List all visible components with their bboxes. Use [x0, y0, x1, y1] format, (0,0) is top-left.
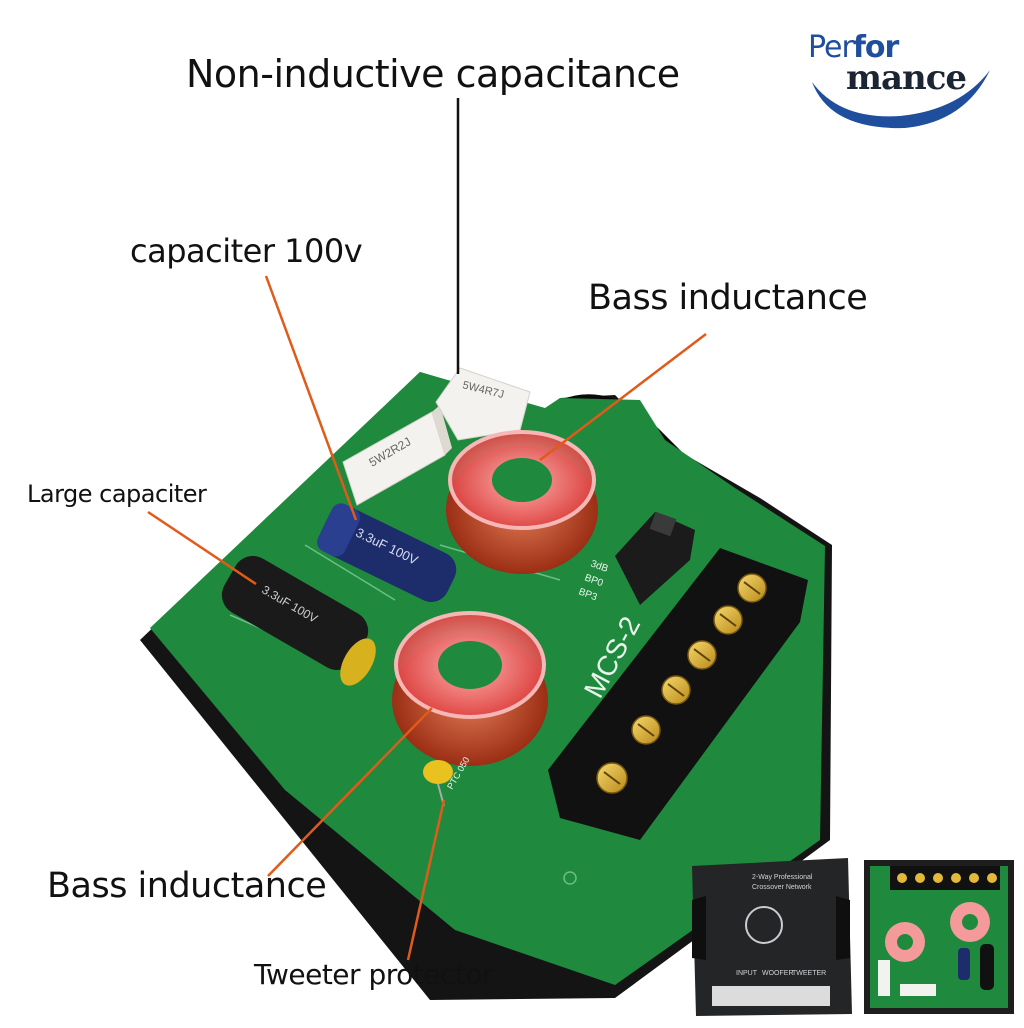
label-large-capacitor: Large capaciter — [27, 480, 207, 508]
label-bass-inductance-top: Bass inductance — [588, 278, 868, 318]
resistor-5w4r7j: 5W4R7J — [435, 367, 531, 441]
capacitor-100v: 3.3uF 100V — [317, 503, 457, 602]
label-bass-inductance-bottom: Bass inductance — [47, 866, 327, 906]
bass-inductor-bottom — [392, 611, 548, 766]
label-non-inductive-capacitance: Non-inductive capacitance — [186, 52, 680, 96]
inset-port-input: INPUT — [736, 970, 757, 977]
label-capacitor-100v: capaciter 100v — [130, 232, 363, 270]
logo-swoosh — [812, 70, 990, 129]
large-capacitor: 3.3uF 100V — [221, 555, 376, 686]
performance-logo: Perfor mance — [800, 30, 990, 130]
inset-board-photo — [864, 860, 1014, 1014]
label-tweeter-protector: Tweeter protector — [254, 958, 493, 991]
leader-lines — [147, 98, 707, 961]
logo-text-for: for — [852, 30, 899, 65]
inset-port-tweeter: TWEETER — [792, 970, 827, 977]
logo-text-mance: mance — [846, 58, 967, 98]
inset-box-title-2: Crossover Network — [752, 884, 812, 891]
terminal-block — [548, 548, 808, 840]
inset-port-woofer: WOOFER — [762, 970, 794, 977]
inset-box-title-1: 2-Way Professional — [752, 874, 813, 881]
bass-inductor-top — [446, 430, 598, 574]
logo-text-per: Per — [808, 30, 854, 65]
inset-box-photo — [692, 858, 852, 1016]
attenuation-jumper — [615, 511, 695, 605]
